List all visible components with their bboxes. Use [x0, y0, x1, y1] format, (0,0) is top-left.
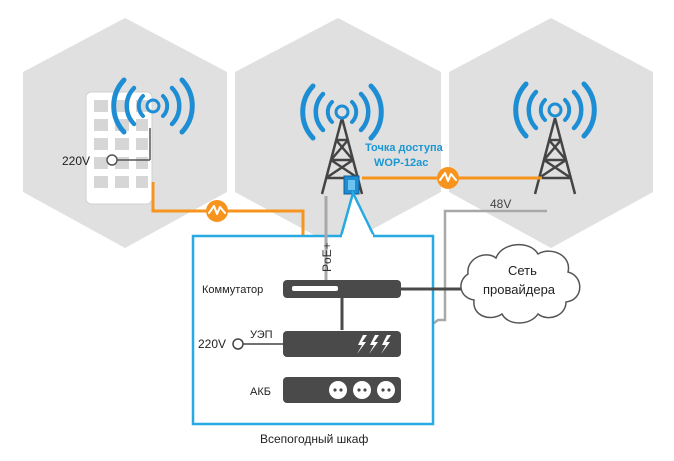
provider-label-line1: Сеть: [508, 263, 537, 278]
switch-label: Коммутатор: [202, 284, 263, 296]
poe-label: PoE+: [320, 242, 334, 272]
cloud-icon: [460, 244, 581, 324]
provider-label-line2: провайдера: [483, 282, 556, 297]
power-socket-left: [106, 154, 118, 166]
building-icon: [85, 91, 153, 205]
cabinet-label: Всепогодный шкаф: [260, 432, 368, 446]
switch-device: [283, 280, 401, 298]
lattice-tower-right: [533, 117, 577, 195]
battery-label: АКБ: [250, 386, 271, 398]
wireless-link-icon-left: [206, 200, 228, 222]
power-socket-ups: [232, 338, 244, 350]
voltage-left-label: 220V: [62, 154, 90, 168]
wireless-link-icon: [437, 167, 459, 189]
wifi-broadcast-icon-center: [300, 83, 384, 141]
cabinet-callout: [339, 189, 376, 237]
voltage-48v-label: 48V: [490, 197, 511, 211]
power-socket-icon: [329, 381, 395, 399]
access-point-label-line1: Точка доступа: [365, 142, 444, 154]
wifi-broadcast-icon-right: [513, 81, 597, 139]
lightning-icon: [357, 335, 391, 354]
access-point-label-line2: WOP-12ac: [374, 157, 428, 169]
ups-voltage-label: 220V: [198, 337, 226, 351]
ups-label: УЭП: [250, 329, 273, 341]
wifi-broadcast-icon: [111, 77, 195, 135]
